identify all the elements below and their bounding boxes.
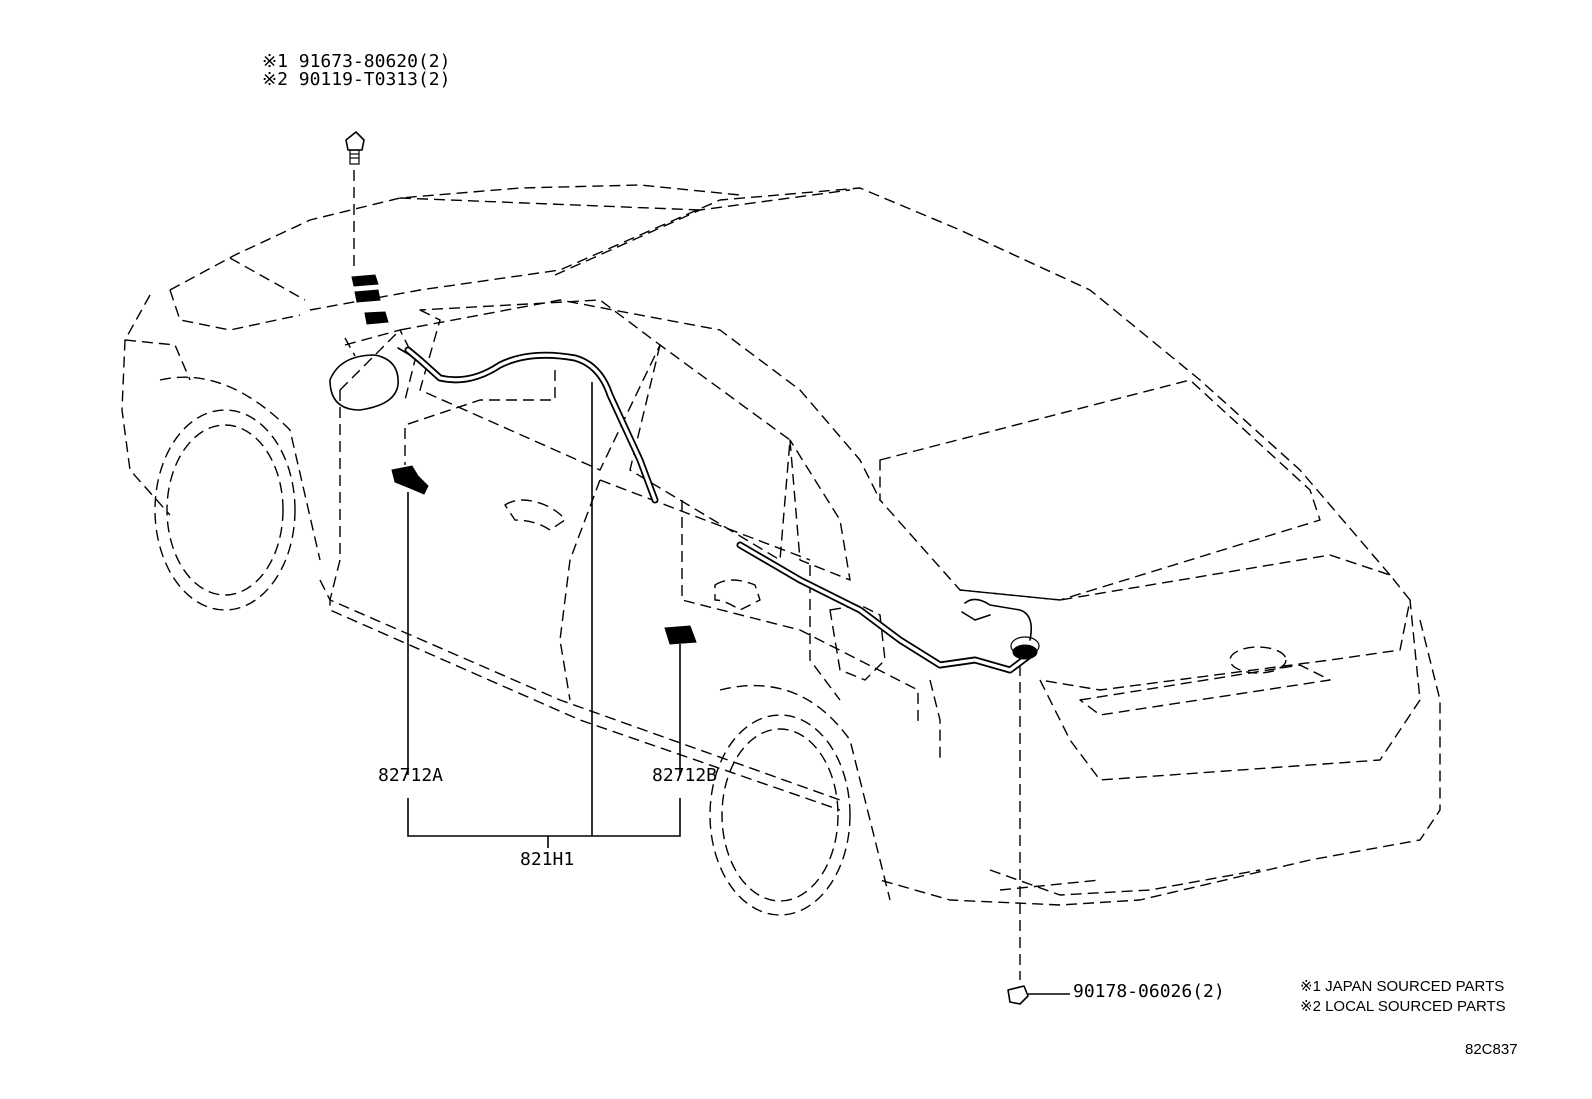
leader-lines <box>404 370 919 848</box>
bolt-icon <box>345 131 365 270</box>
connector-icon <box>391 465 429 495</box>
connector-a-part-number: 82712A <box>378 765 444 786</box>
legend-note-2: ※2 LOCAL SOURCED PARTS <box>1300 998 1506 1015</box>
bolt-part-number-2: ※2 90119-T0313(2) <box>262 69 451 90</box>
clip-part-number: 90178-06026(2) <box>1073 981 1225 1002</box>
assembly-part-number: 821H1 <box>520 849 575 870</box>
diagram-code: 82C837 <box>1465 1041 1518 1058</box>
grommet-icon <box>1010 636 1040 660</box>
connector-b-part-number: 82712B <box>652 765 718 786</box>
vehicle-outline-icon <box>121 184 1441 916</box>
legend-note-1: ※1 JAPAN SOURCED PARTS <box>1300 978 1505 995</box>
connector-icon <box>664 625 697 645</box>
clip-icon <box>1007 665 1070 1005</box>
grommet-icon <box>351 274 411 356</box>
bolt-part-number-1: ※1 91673-80620(2) <box>262 51 451 72</box>
wire-harness-icon <box>404 346 1034 674</box>
